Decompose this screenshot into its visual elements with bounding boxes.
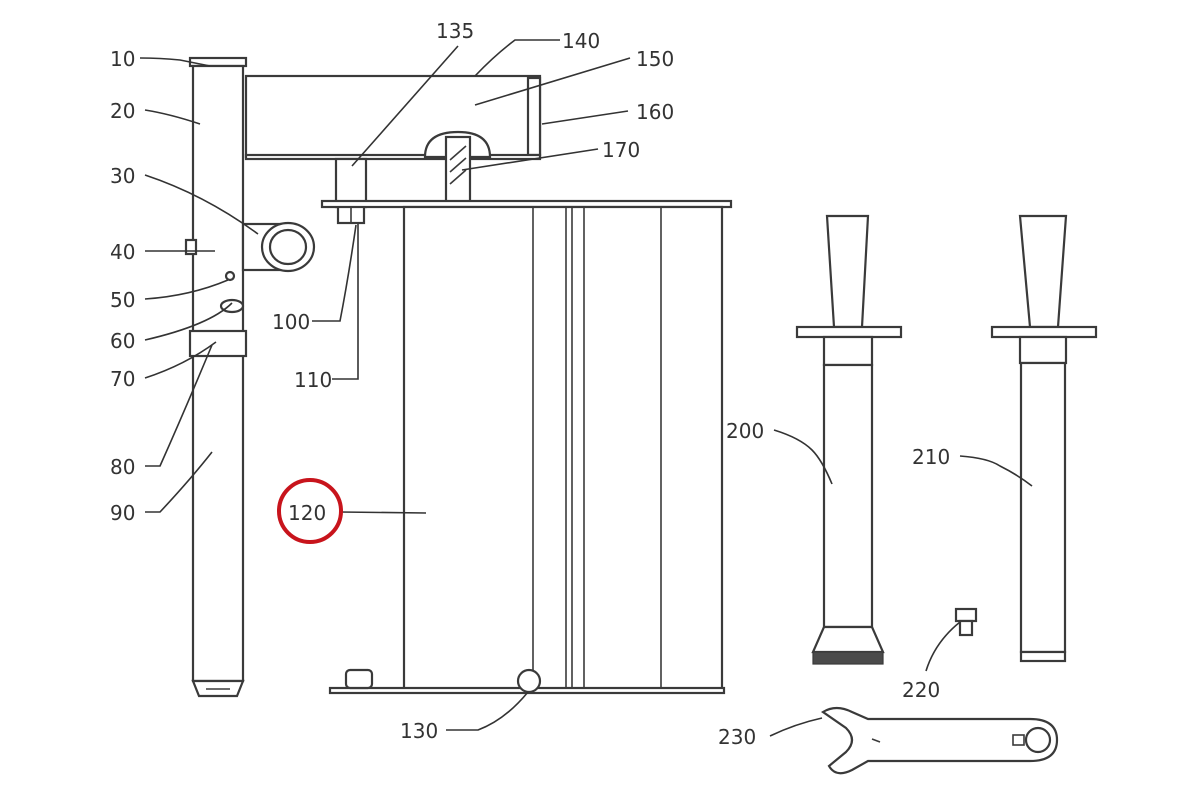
hanger-sleeve [334,157,368,209]
post-cap [188,56,248,68]
rod-200 [795,214,903,665]
rod-200-flare [811,625,885,654]
callout-80: 80 [110,455,135,479]
hanger [334,157,368,225]
wrench-230 [820,706,1059,775]
leader-20 [144,109,201,125]
callout-150: 150 [636,47,674,71]
leader-100 [312,224,357,322]
wrench-mark [1012,734,1025,746]
callout-140: 140 [562,29,600,53]
leader-10 [139,57,211,67]
leader-60 [144,302,233,341]
leader-80 [145,344,213,467]
leader-90 [145,451,213,513]
callout-210: 210 [912,445,950,469]
post-body [191,64,245,683]
callout-labels: 10 20 30 40 50 60 70 80 90 100 110 120 1… [110,19,950,749]
rod-210-neck [1018,335,1068,365]
thread-lines [449,145,467,185]
callout-20: 20 [110,99,135,123]
tank-body [402,205,724,693]
rod-210-flange [990,325,1098,339]
leader-50 [144,279,229,300]
tank [320,199,733,695]
fitting-220-body [958,619,974,637]
rod-210 [990,214,1098,663]
leader-200 [773,429,833,485]
leader-70 [144,341,217,379]
wrench-mark-small [871,738,881,743]
pipe-end-inner [268,228,308,266]
drain-plug [344,668,374,690]
leader-135 [351,45,459,167]
wrench-hole [1024,726,1052,754]
leader-140 [474,39,560,77]
callout-200: 200 [726,419,764,443]
arm-lower-strip [244,153,542,161]
rod-200-neck [822,335,874,367]
leader-130 [446,691,529,731]
callout-50: 50 [110,288,135,312]
bolt-head [219,298,245,314]
side-knob [184,238,198,256]
leader-160 [541,110,629,125]
fitting-220 [954,607,978,637]
highlight-ring [277,478,343,544]
arm-end-plate [526,76,542,157]
callout-160: 160 [636,100,674,124]
leader-220 [925,621,961,672]
callout-230: 230 [718,725,756,749]
callout-220: 220 [902,678,940,702]
rod-210-shaft [1019,361,1067,654]
callout-170: 170 [602,138,640,162]
callout-60: 60 [110,329,135,353]
small-pin [224,270,236,282]
callout-120: 120 [288,501,326,525]
leader-120 [339,511,427,514]
top-arm [244,74,542,161]
leader-lines [139,39,1033,737]
callout-110: 110 [294,368,332,392]
fitting-220-head [954,607,978,623]
rod-200-foot [812,651,884,665]
callout-30: 30 [110,164,135,188]
callout-130: 130 [400,719,438,743]
callout-10: 10 [110,47,135,71]
callout-90: 90 [110,501,135,525]
callout-70: 70 [110,367,135,391]
leader-150 [474,57,631,106]
vertical-post [188,56,248,698]
callout-40: 40 [110,240,135,264]
wrench-body [820,706,1059,775]
rod-210-handle [1018,214,1068,329]
leader-210 [959,455,1033,487]
leader-170 [461,148,599,171]
rod-200-shaft [822,363,874,629]
callout-100: 100 [272,310,310,334]
rod-200-flange [795,325,903,339]
leader-230 [769,717,823,737]
callout-135: 135 [436,19,474,43]
rod-200-handle [825,214,870,329]
arm-box [244,74,542,159]
post-collar [188,329,248,358]
rod-210-tip [1019,650,1067,663]
drain-valve [516,668,542,694]
side-fittings [184,221,316,314]
leader-30 [144,174,259,235]
leader-110 [332,224,359,380]
